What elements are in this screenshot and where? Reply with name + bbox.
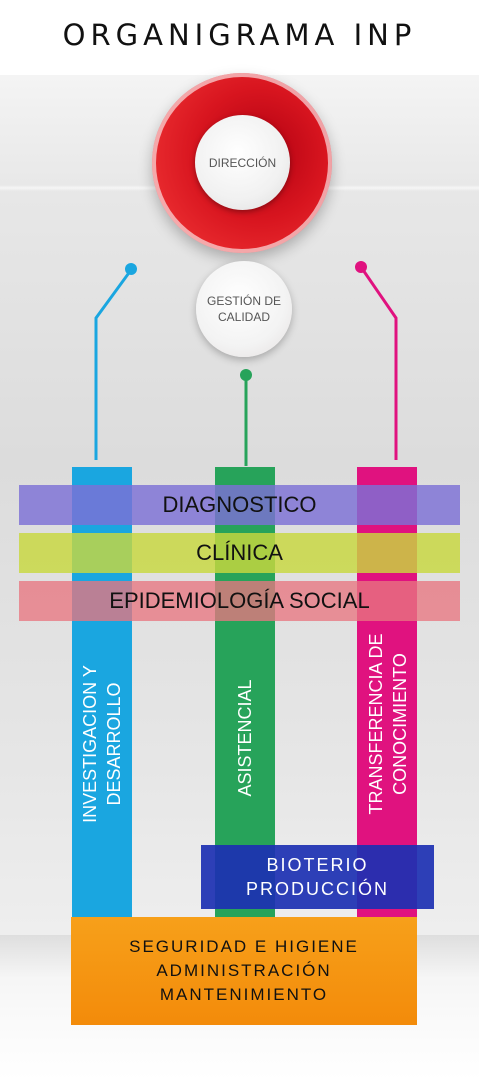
pillar-care-label: ASISTENCIAL: [233, 658, 257, 818]
bioterio-label-line1: BIOTERIO: [266, 855, 369, 875]
support-label-line3: MANTENIMIENTO: [159, 985, 329, 1004]
pillar-research-label-line1: INVESTIGACION Y: [80, 665, 100, 823]
band-diagnostic-label: DIAGNOSTICO: [162, 492, 317, 517]
pillar-transfer-label-line2: CONOCIMIENTO: [390, 653, 410, 795]
quality-node[interactable]: GESTIÓN DE CALIDAD: [196, 261, 292, 357]
connector-lines: [94, 261, 398, 466]
support-box[interactable]: SEGURIDAD E HIGIENE ADMINISTRACIÓN MANTE…: [71, 917, 417, 1025]
band-epidemiology[interactable]: EPIDEMIOLOGÍA SOCIAL: [19, 581, 460, 621]
direction-label: DIRECCIÓN: [208, 155, 277, 170]
quality-label-line2: CALIDAD: [217, 310, 270, 324]
direction-node[interactable]: DIRECCIÓN: [195, 115, 290, 210]
connector-magenta: [359, 266, 398, 460]
quality-label-line1: GESTIÓN DE: [206, 294, 281, 308]
pillar-care-label-line1: ASISTENCIAL: [235, 679, 255, 797]
support-label-line2: ADMINISTRACIÓN: [156, 961, 332, 980]
pillar-research-label-line2: DESARROLLO: [104, 682, 124, 806]
connector-magenta-dot: [355, 261, 367, 273]
connector-blue-dot: [125, 263, 137, 275]
pillar-research-label: INVESTIGACION Y DESARROLLO: [78, 654, 126, 834]
page-title: ORGANIGRAMA INP: [62, 18, 417, 52]
bioterio-box[interactable]: BIOTERIO PRODUCCIÓN: [201, 845, 434, 909]
band-clinic[interactable]: CLÍNICA: [19, 533, 460, 573]
bioterio-label-line2: PRODUCCIÓN: [245, 879, 389, 899]
pillar-transfer-label: TRANSFERENCIA DE CONOCIMIENTO: [364, 624, 412, 824]
band-clinic-label: CLÍNICA: [196, 540, 283, 565]
support-label-line1: SEGURIDAD E HIGIENE: [129, 937, 359, 956]
band-diagnostic[interactable]: DIAGNOSTICO: [19, 485, 460, 525]
connector-green-dot: [240, 369, 252, 381]
pillar-transfer-label-line1: TRANSFERENCIA DE: [366, 633, 386, 815]
connector-blue: [94, 269, 133, 460]
band-epidemiology-label: EPIDEMIOLOGÍA SOCIAL: [109, 588, 370, 613]
